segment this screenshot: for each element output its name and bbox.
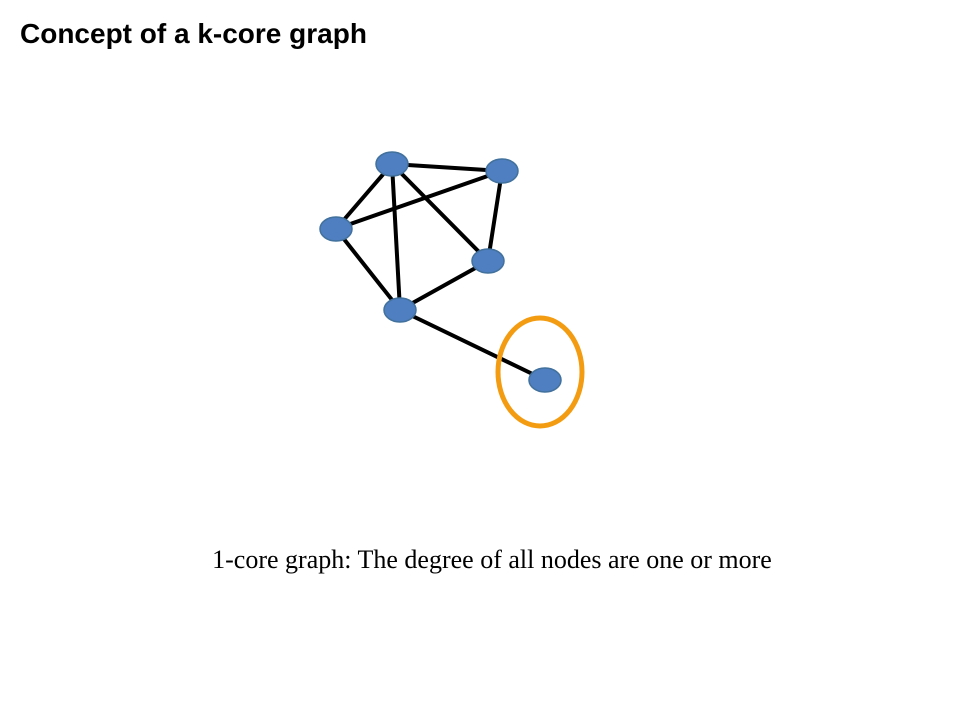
graph-node-n3 [319,216,353,242]
edge-n3-n5 [334,227,402,312]
edge-n1-n4 [390,162,490,263]
graph-node-n1 [375,151,409,177]
graph-node-n5 [383,297,417,323]
edge-n2-n3 [334,169,504,231]
graph-node-n6 [528,367,562,393]
graph-nodes [319,151,562,393]
edge-n1-n3 [334,162,394,231]
graph-edges [334,162,547,382]
edge-n5-n6 [398,308,547,382]
edge-n1-n2 [390,162,504,173]
edge-n1-n5 [390,162,402,312]
graph-node-n4 [471,248,505,274]
highlight-ring [495,315,585,429]
edge-n2-n4 [486,169,504,263]
edge-n4-n5 [398,259,490,312]
graph-highlight [495,315,585,429]
slide-title: Concept of a k-core graph [20,18,367,49]
caption: 1-core graph: The degree of all nodes ar… [212,545,772,574]
graph-node-n2 [485,158,519,184]
